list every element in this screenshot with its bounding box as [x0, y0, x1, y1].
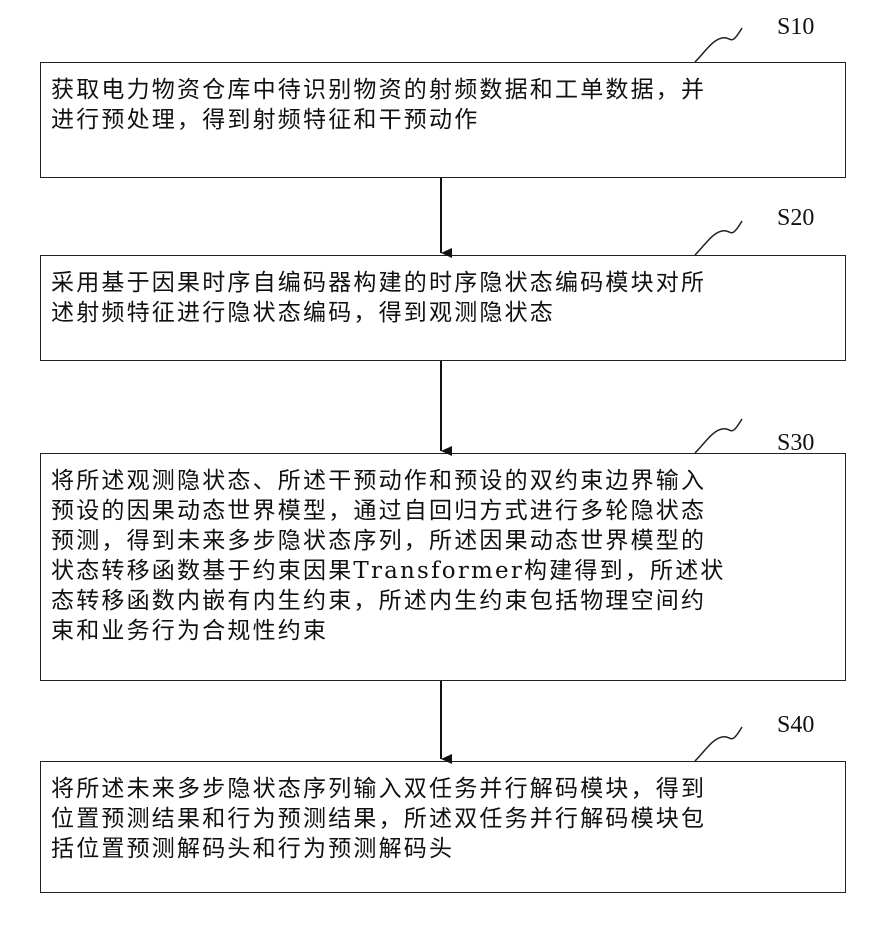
leader-curve-s40: [695, 727, 742, 761]
leader-curve-s30: [695, 419, 742, 453]
leader-curve-s20: [695, 221, 742, 255]
leader-curve-s10: [695, 28, 742, 62]
